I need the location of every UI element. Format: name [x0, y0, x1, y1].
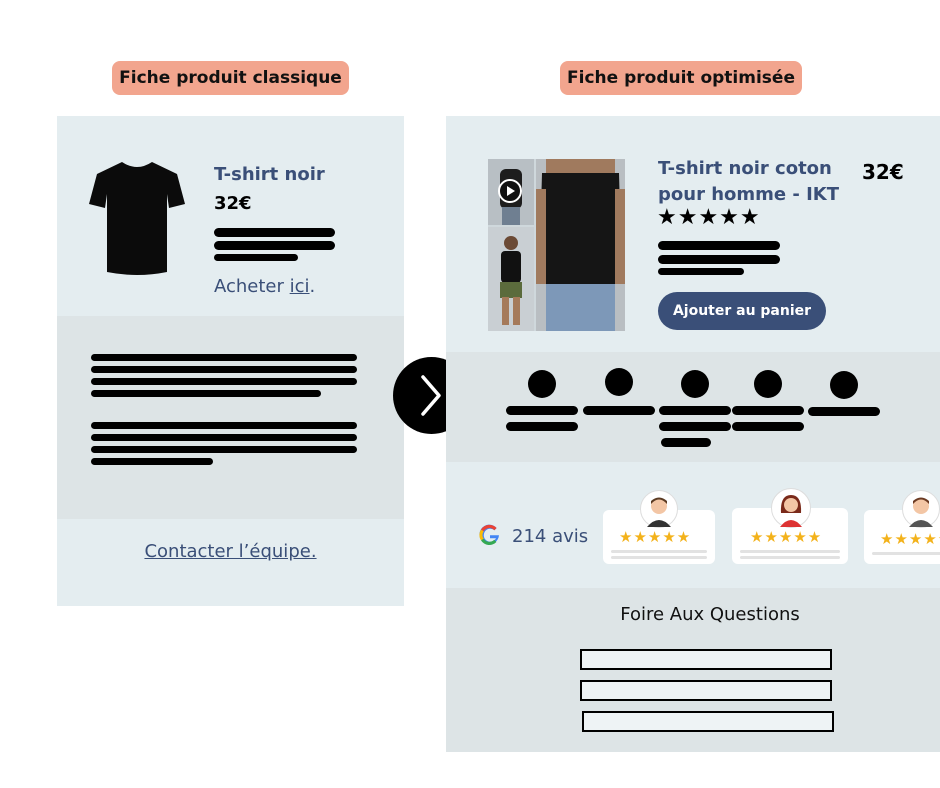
faq-title: Foire Aux Questions [620, 604, 800, 625]
optimized-label: Fiche produit optimisée [560, 61, 802, 95]
benefit-icon [605, 368, 633, 396]
buy-prefix: Acheter [214, 276, 290, 297]
reviewer-avatar [640, 490, 678, 528]
benefit-item [583, 368, 655, 415]
classic-text-line [214, 254, 298, 261]
faq-section: Foire Aux Questions [446, 588, 940, 752]
reviewer-avatar [771, 488, 811, 528]
description-line [91, 378, 357, 385]
description-line [91, 446, 357, 453]
benefit-line [661, 438, 711, 447]
contact-team-link[interactable]: Contacter l’équipe. [144, 541, 317, 562]
review-stars: ★★★★★ [619, 528, 692, 546]
classic-text-line [214, 228, 335, 237]
reviews-count: 214 avis [512, 526, 589, 547]
gallery-thumbnail[interactable] [488, 227, 534, 331]
classic-text-line [214, 241, 335, 250]
video-thumbnail[interactable] [488, 159, 534, 225]
benefit-line [659, 406, 731, 415]
rating-stars: ★★★★★ [657, 205, 761, 230]
buy-link[interactable]: ici [289, 276, 310, 297]
faq-item[interactable] [580, 680, 832, 701]
description-line [91, 390, 321, 397]
optimized-text-line [658, 241, 780, 250]
description-line [91, 354, 357, 361]
benefit-line [506, 406, 578, 415]
product-gallery [488, 159, 625, 331]
benefit-item [659, 370, 731, 447]
reviewer-avatar [902, 490, 940, 528]
classic-description-section [57, 316, 404, 519]
description-line [91, 422, 357, 429]
title-line-2: pour homme - IKT [658, 184, 840, 205]
description-line [91, 434, 357, 441]
benefit-item [732, 370, 804, 431]
classic-buy-text: Acheter ici. [214, 276, 315, 297]
benefit-line [583, 406, 655, 415]
faq-item[interactable] [580, 649, 832, 670]
optimized-product-page: T-shirt noir coton pour homme - IKT 32€ … [446, 116, 940, 752]
classic-product-title: T-shirt noir [214, 164, 325, 185]
review-line [611, 550, 707, 553]
benefits-section [446, 352, 940, 462]
optimized-product-title: T-shirt noir coton pour homme - IKT [658, 156, 839, 208]
benefit-icon [754, 370, 782, 398]
review-line [872, 552, 940, 555]
review-line [740, 550, 840, 553]
benefit-line [732, 422, 804, 431]
play-icon[interactable] [498, 179, 522, 203]
review-stars: ★★★★★ [750, 528, 823, 546]
description-line [91, 458, 213, 465]
optimized-text-line [658, 255, 780, 264]
chevron-right-icon [421, 375, 441, 416]
review-line [740, 556, 840, 559]
faq-item[interactable] [582, 711, 834, 732]
benefit-line [659, 422, 731, 431]
optimized-text-line [658, 268, 744, 275]
classic-product-price: 32€ [214, 193, 252, 214]
benefit-line [732, 406, 804, 415]
buy-suffix: . [309, 276, 316, 297]
benefit-icon [528, 370, 556, 398]
benefit-item [808, 371, 880, 416]
classic-product-page: T-shirt noir 32€ Acheter ici. Contacter … [57, 116, 404, 606]
benefit-line [808, 407, 880, 416]
title-line-1: T-shirt noir coton [658, 158, 832, 179]
benefit-line [506, 422, 578, 431]
review-line [611, 556, 707, 559]
review-stars: ★★★★★ [880, 530, 940, 548]
classic-label: Fiche produit classique [112, 61, 349, 95]
optimized-product-price: 32€ [862, 160, 904, 184]
tshirt-image [89, 162, 185, 275]
benefit-item [506, 370, 578, 431]
google-icon [479, 524, 499, 546]
benefit-icon [830, 371, 858, 399]
benefit-icon [681, 370, 709, 398]
gallery-main-image[interactable] [536, 159, 625, 331]
description-line [91, 366, 357, 373]
add-to-cart-button[interactable]: Ajouter au panier [658, 292, 826, 330]
